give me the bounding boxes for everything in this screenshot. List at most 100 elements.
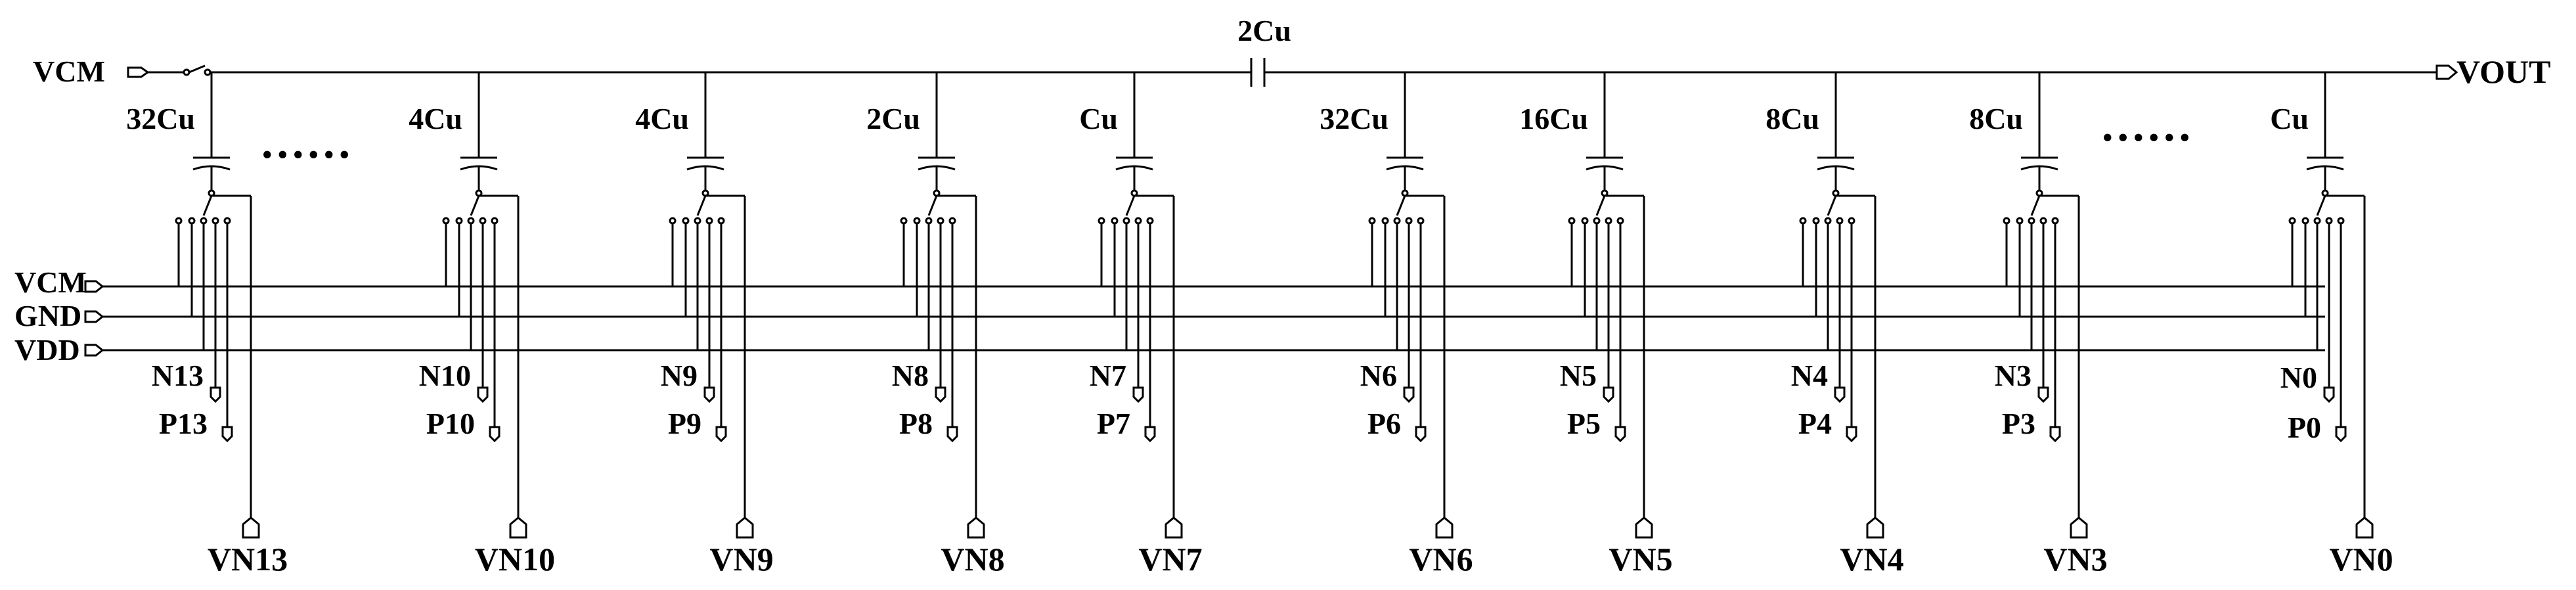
switch-contact <box>694 217 701 225</box>
n-label: N6 <box>1360 359 1397 392</box>
switch-blade <box>2316 195 2326 216</box>
cap-label: 32Cu <box>1320 102 1388 135</box>
switch-contact <box>479 217 487 225</box>
switch-contact <box>188 217 196 225</box>
switch-contact <box>717 217 725 225</box>
p-pin <box>1415 426 1427 443</box>
cap-label: 32Cu <box>126 102 195 135</box>
n-label: N9 <box>661 359 698 392</box>
vout-label: VOUT <box>2456 53 2550 90</box>
switch-contact <box>937 217 944 225</box>
n-pin <box>703 386 715 403</box>
switch-contact <box>211 217 219 225</box>
switch-contact <box>1405 217 1413 225</box>
cap-label: 8Cu <box>1765 102 1819 135</box>
vout-pin <box>2435 64 2458 80</box>
n-pin <box>1132 386 1144 403</box>
p-label: P10 <box>426 407 475 440</box>
switch-contact <box>705 217 713 225</box>
switch-contact <box>2301 217 2309 225</box>
switch-contact <box>2313 217 2321 225</box>
n-label: N7 <box>1090 359 1126 392</box>
gnd-bus-label: GND <box>14 299 81 332</box>
vcm-bus-label: VCM <box>14 265 87 299</box>
cap-label: Cu <box>1079 102 1118 135</box>
p-label: P3 <box>2002 407 2035 440</box>
n-label: N3 <box>1995 359 2032 392</box>
n-label: N5 <box>1560 359 1597 392</box>
vn-label: VN3 <box>2043 541 2107 578</box>
cap-label: Cu <box>2270 102 2309 135</box>
n-pin <box>935 386 946 403</box>
cap-label: 8Cu <box>1969 102 2023 135</box>
switch-contact <box>2325 217 2333 225</box>
switch-contact <box>925 217 933 225</box>
p-label: P4 <box>1798 407 1832 440</box>
vn-pin <box>2070 516 2088 539</box>
ellipsis-right: ...... <box>2102 101 2194 151</box>
vn-label: VN8 <box>941 541 1004 578</box>
vn-pin <box>1866 516 1884 539</box>
p-label: P6 <box>1367 407 1401 440</box>
gnd-bus-pin <box>84 310 104 323</box>
cap-label: 16Cu <box>1519 102 1588 135</box>
n-pin <box>2037 386 2049 403</box>
cap-label: 4Cu <box>635 102 689 135</box>
n-pin <box>210 386 221 403</box>
p-pin <box>489 426 500 443</box>
vcm-top-label: VCM <box>33 55 105 88</box>
vn-pin <box>509 516 527 539</box>
p-label: P13 <box>159 407 208 440</box>
n-pin <box>2323 386 2335 403</box>
switch-contact <box>1836 217 1844 225</box>
switch-blade <box>470 195 480 216</box>
switch-contact <box>223 217 231 225</box>
switch-blade <box>1396 195 1406 216</box>
switch-contact <box>1605 217 1612 225</box>
ellipsis-left: ...... <box>261 118 354 168</box>
p-pin <box>2335 426 2347 443</box>
switch-contact <box>1568 217 1576 225</box>
switch-blade <box>1125 195 1136 216</box>
switch-contact <box>175 217 183 225</box>
switch-blade <box>1595 195 1606 216</box>
switch-contact <box>1393 217 1401 225</box>
switch-contact <box>2337 217 2345 225</box>
p-label: P5 <box>1567 407 1601 440</box>
switch-contact <box>1824 217 1832 225</box>
vcm-top-pin <box>127 66 150 78</box>
p-label: P0 <box>2288 411 2321 444</box>
p-label: P9 <box>668 407 701 440</box>
n-pin <box>477 386 489 403</box>
vcm-switch-contact2 <box>204 68 211 76</box>
p-pin <box>1846 426 1857 443</box>
switch-contact <box>1134 217 1142 225</box>
switch-contact <box>467 217 475 225</box>
p-pin <box>221 426 233 443</box>
vcm-switch-blade <box>189 64 206 74</box>
vn-label: VN10 <box>475 541 555 578</box>
switch-contact <box>682 217 690 225</box>
p-pin <box>946 426 958 443</box>
vcm-switch-contact <box>183 68 190 76</box>
switch-contact <box>1581 217 1589 225</box>
vdd-bus-label: VDD <box>14 333 80 367</box>
switch-contact <box>1146 217 1154 225</box>
n-pin <box>1834 386 1846 403</box>
switch-contact <box>948 217 956 225</box>
switch-contact <box>1799 217 1807 225</box>
switch-contact <box>2016 217 2024 225</box>
switch-contact <box>1812 217 1820 225</box>
switch-contact <box>1122 217 1130 225</box>
vn-pin <box>2355 516 2374 539</box>
switch-blade <box>1827 195 1837 216</box>
vn-pin <box>736 516 754 539</box>
